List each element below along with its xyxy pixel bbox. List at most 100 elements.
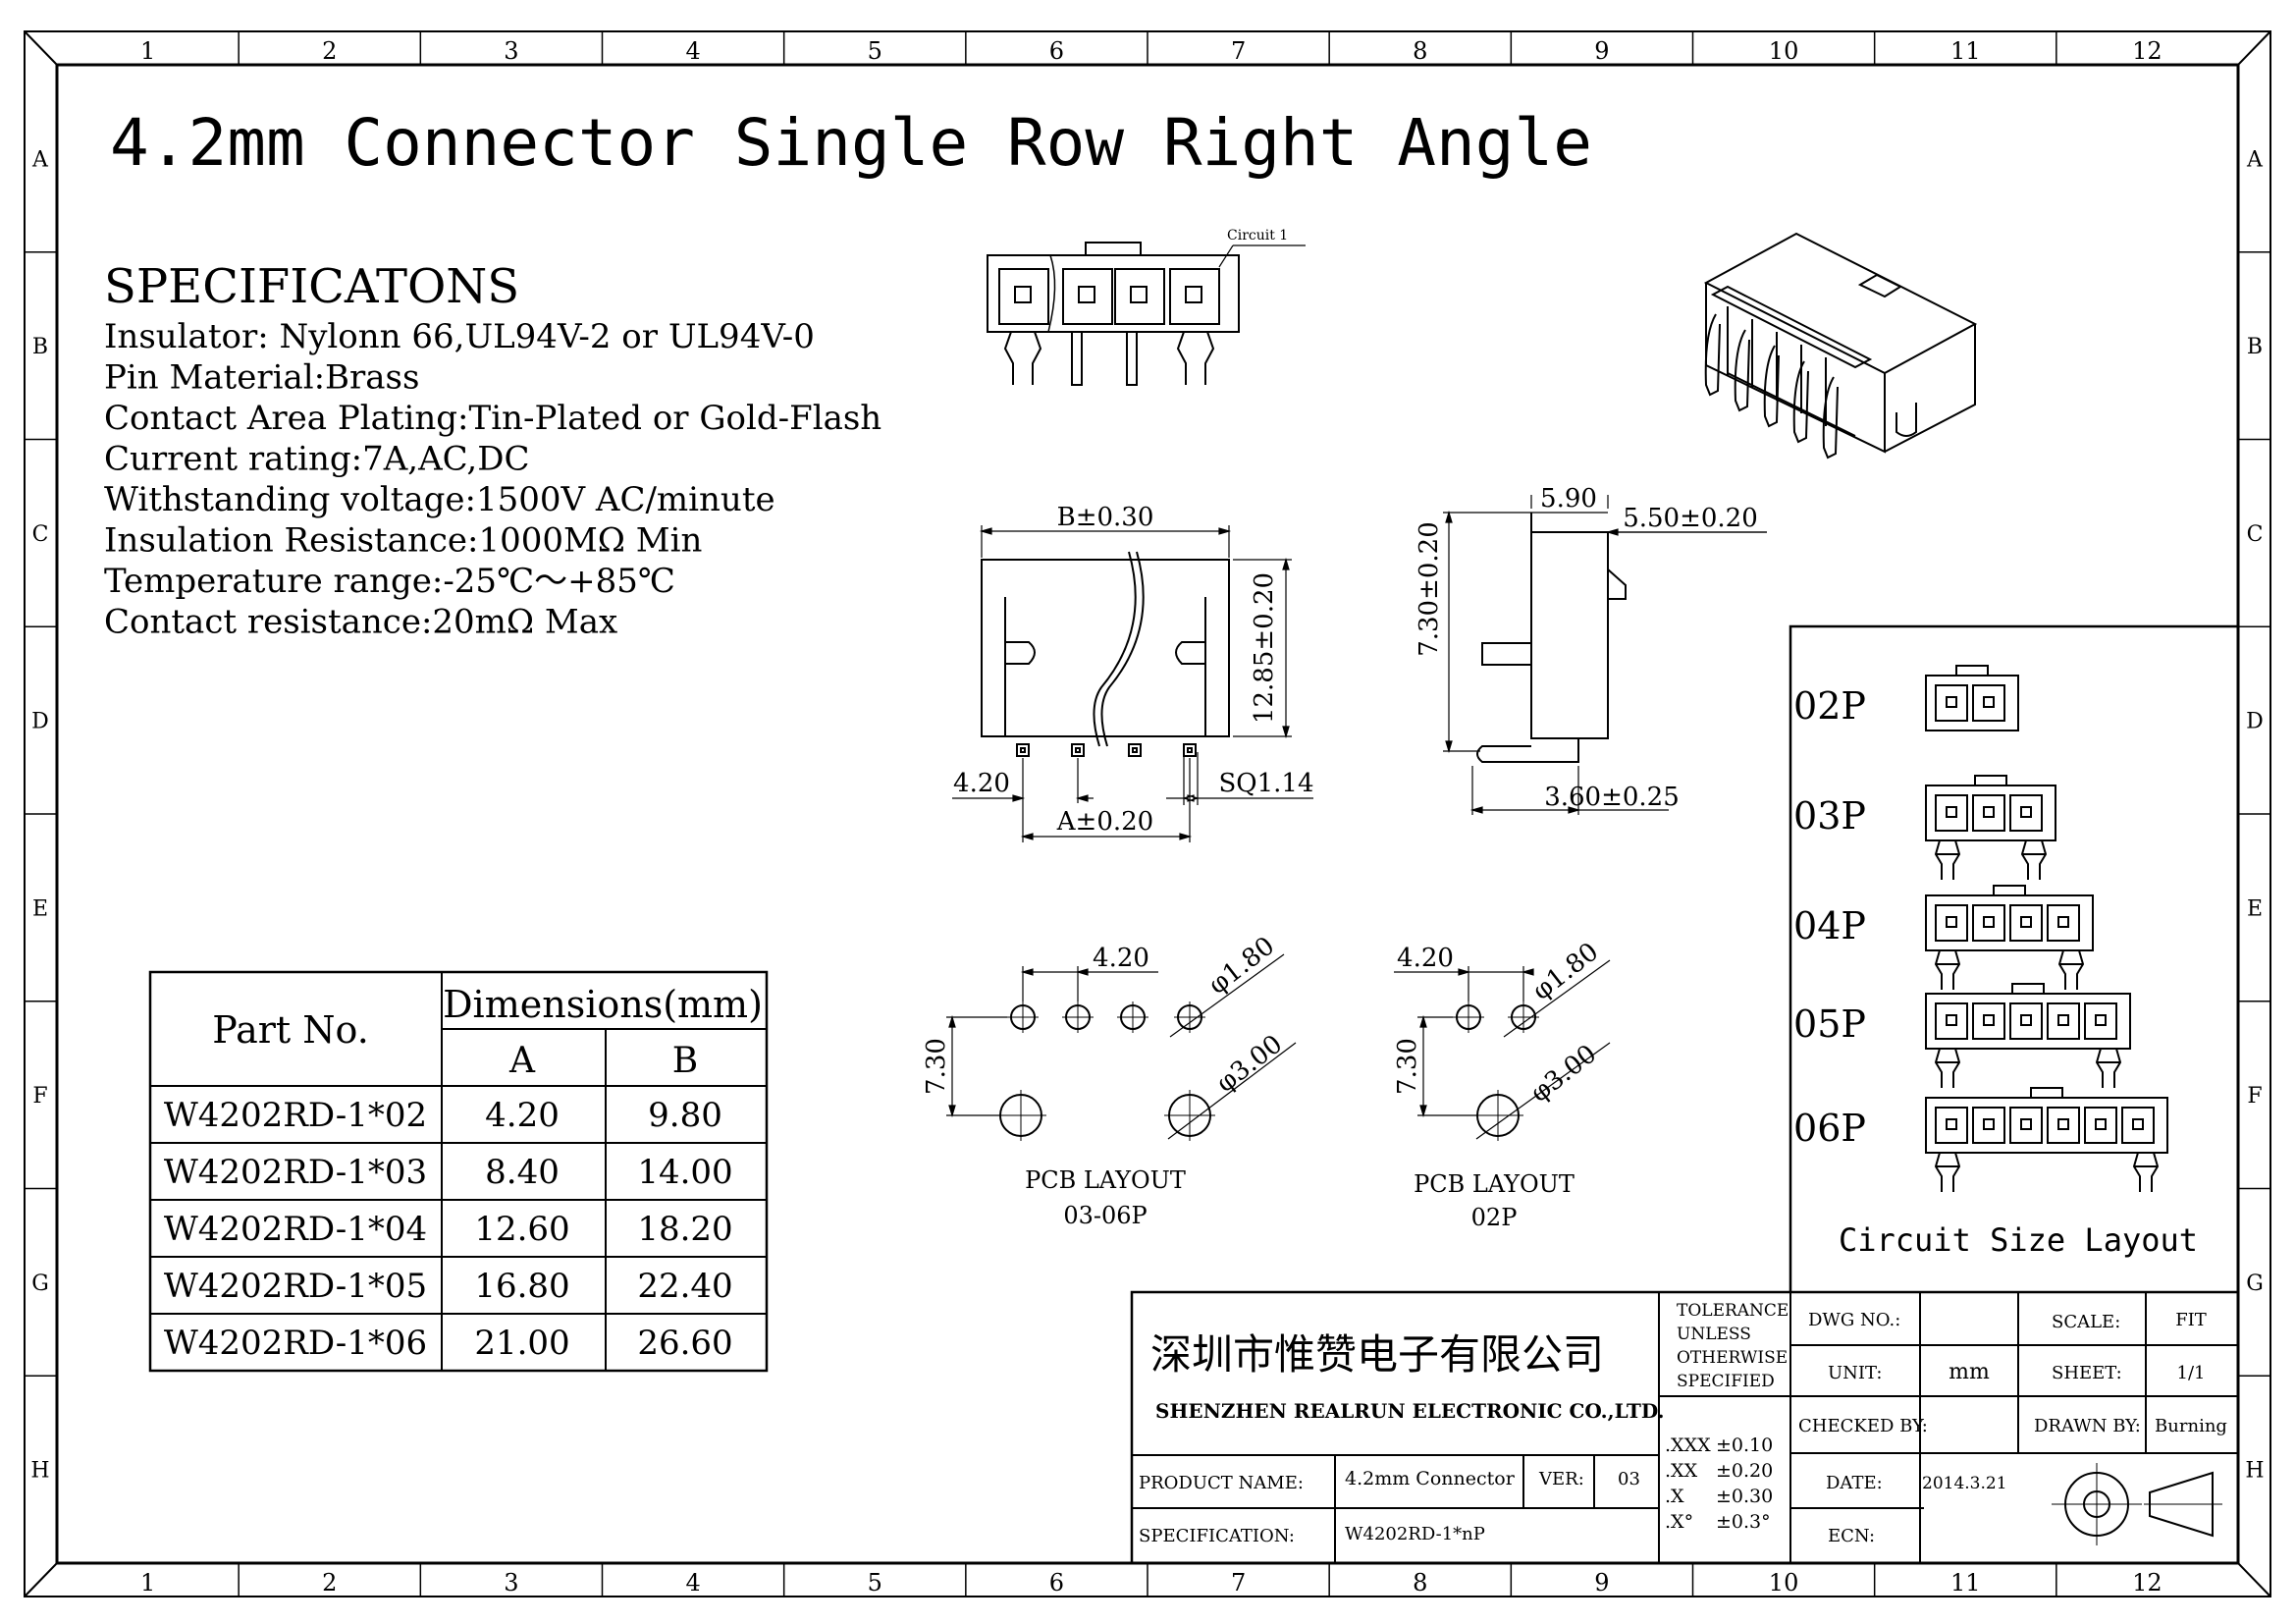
pin-cavity [2009, 1107, 2043, 1144]
zone-col-top: 8 [1413, 37, 1427, 65]
pin-cavity [2009, 794, 2043, 832]
date-label: DATE: [1826, 1473, 1883, 1493]
zone-col-bottom: 10 [1769, 1569, 1799, 1597]
circuit-item-label: 06P [1793, 1107, 1866, 1150]
zone-row-right: B [2247, 335, 2263, 359]
dim-a-label: A±0.20 [1056, 807, 1153, 837]
connector-isometric-view [1703, 232, 1978, 460]
table-row: W4202RD-1*05 16.80 22.40 [164, 1267, 733, 1306]
table-cell-b: 14.00 [637, 1153, 732, 1192]
pin [1946, 1014, 1957, 1026]
pcb02-pitch: 4.20 [1397, 944, 1454, 973]
table-cell-b: 9.80 [648, 1096, 722, 1135]
dim-360-label: 3.60±0.25 [1544, 783, 1680, 812]
zone-row-left: F [32, 1084, 47, 1109]
latch [1993, 885, 2026, 896]
zone-row-left: G [31, 1272, 49, 1296]
zone-col-top: 3 [504, 37, 518, 65]
dimension-table: Part No. Dimensions(mm) A B W4202RD-1*02… [148, 970, 769, 1373]
pin-cavity [1935, 794, 1968, 832]
table-cell-b: 22.40 [637, 1267, 732, 1306]
pin [1946, 1118, 1957, 1130]
circuit-item: 04P [1793, 885, 2094, 990]
tolerance-value: ±0.30 [1716, 1486, 1773, 1507]
zone-col-bottom: 8 [1413, 1569, 1427, 1597]
pin-cavity [2084, 1002, 2117, 1040]
board-lock [2132, 1152, 2160, 1192]
dwg-no-label: DWG NO.: [1808, 1310, 1900, 1330]
table-cell-part: W4202RD-1*06 [164, 1324, 427, 1363]
zone-col-top: 4 [685, 37, 700, 65]
pin-cavity [2047, 904, 2080, 942]
table-header-part: Part No. [212, 1008, 369, 1052]
zone-col-bottom: 12 [2132, 1569, 2163, 1597]
tolerance-values: .XXX±0.10.XX±0.20.X±0.30.X°±0.3° [1665, 1435, 1773, 1533]
specification-label: SPECIFICATION: [1139, 1526, 1295, 1546]
pin [1946, 696, 1957, 708]
pin-cavity [1935, 1002, 1968, 1040]
zone-row-left: A [31, 147, 49, 172]
tolerance-line-2: UNLESS [1677, 1325, 1751, 1344]
pin [2095, 1014, 2107, 1026]
sheet-value: 1/1 [2177, 1363, 2206, 1383]
pcb02-caption-2: 02P [1471, 1204, 1518, 1231]
table-cell-part: W4202RD-1*04 [164, 1210, 427, 1249]
pin-cavity [1972, 1107, 2005, 1144]
table-cell-part: W4202RD-1*02 [164, 1096, 427, 1135]
table-cell-a: 16.80 [474, 1267, 569, 1306]
pin [1946, 916, 1957, 928]
table-cell-a: 12.60 [474, 1210, 569, 1249]
zone-row-right: D [2246, 710, 2264, 734]
title-block: 深圳市惟赞电子有限公司 SHENZHEN REALRUN ELECTRONIC … [1130, 1290, 2240, 1565]
tolerance-line-3: OTHERWISE [1677, 1348, 1788, 1368]
circuit-layout-title: Circuit Size Layout [1839, 1221, 2198, 1259]
checked-label: CHECKED BY: [1798, 1416, 1928, 1436]
table-cell-a: 4.20 [485, 1096, 560, 1135]
unit-value: mm [1949, 1360, 1990, 1384]
pin [2020, 1014, 2032, 1026]
zone-col-top: 10 [1769, 37, 1799, 65]
pin [2132, 1118, 2144, 1130]
pin [2095, 1118, 2107, 1130]
specification-value: W4202RD-1*nP [1345, 1524, 1485, 1544]
spec-line: Insulation Resistance:1000MΩ Min [104, 521, 702, 561]
spec-line: Contact Area Plating:Tin-Plated or Gold-… [104, 399, 881, 438]
table-header-dims: Dimensions(mm) [443, 983, 763, 1026]
latch [1955, 665, 1989, 677]
connector-front-dimension-view: B±0.30 12.85±0.20 4.20 SQ1.14 A±0.20 [952, 503, 1314, 842]
pcb02-offset: 7.30 [1393, 1038, 1422, 1095]
zone-col-bottom: 7 [1231, 1569, 1246, 1597]
sheet-label: SHEET: [2052, 1363, 2122, 1383]
zone-col-top: 9 [1594, 37, 1609, 65]
latch [1974, 775, 2007, 786]
tolerance-value: ±0.10 [1716, 1435, 1773, 1456]
date-value: 2014.3.21 [1922, 1474, 2007, 1493]
zone-col-bottom: 2 [322, 1569, 337, 1597]
version-value: 03 [1618, 1469, 1640, 1489]
spec-line: Temperature range:-25℃～+85℃ [104, 562, 675, 601]
table-cell-part: W4202RD-1*05 [164, 1267, 427, 1306]
pcb-layout-02p: 4.20 φ1.80 φ3.00 7.30 PCB LAYOUT 02P [1393, 937, 1611, 1231]
pin-cavity [1972, 794, 2005, 832]
tolerance-value: ±0.3° [1716, 1511, 1771, 1533]
pcb36-caption-1: PCB LAYOUT [1025, 1166, 1186, 1194]
scale-value: FIT [2175, 1310, 2207, 1330]
circuit-item: 05P [1793, 983, 2131, 1088]
unit-label: UNIT: [1828, 1363, 1882, 1383]
pcb36-offset: 7.30 [922, 1038, 951, 1095]
circuit-item: 03P [1793, 775, 2056, 880]
projection-symbol-icon [2052, 1463, 2222, 1545]
zone-col-bottom: 6 [1049, 1569, 1064, 1597]
pin [1983, 696, 1995, 708]
table-cell-b: 18.20 [637, 1210, 732, 1249]
spec-line: Withstanding voltage:1500V AC/minute [104, 480, 775, 519]
zone-col-bottom: 5 [868, 1569, 882, 1597]
circuit-item: 02P [1793, 665, 2019, 731]
board-lock [1934, 1048, 1961, 1088]
